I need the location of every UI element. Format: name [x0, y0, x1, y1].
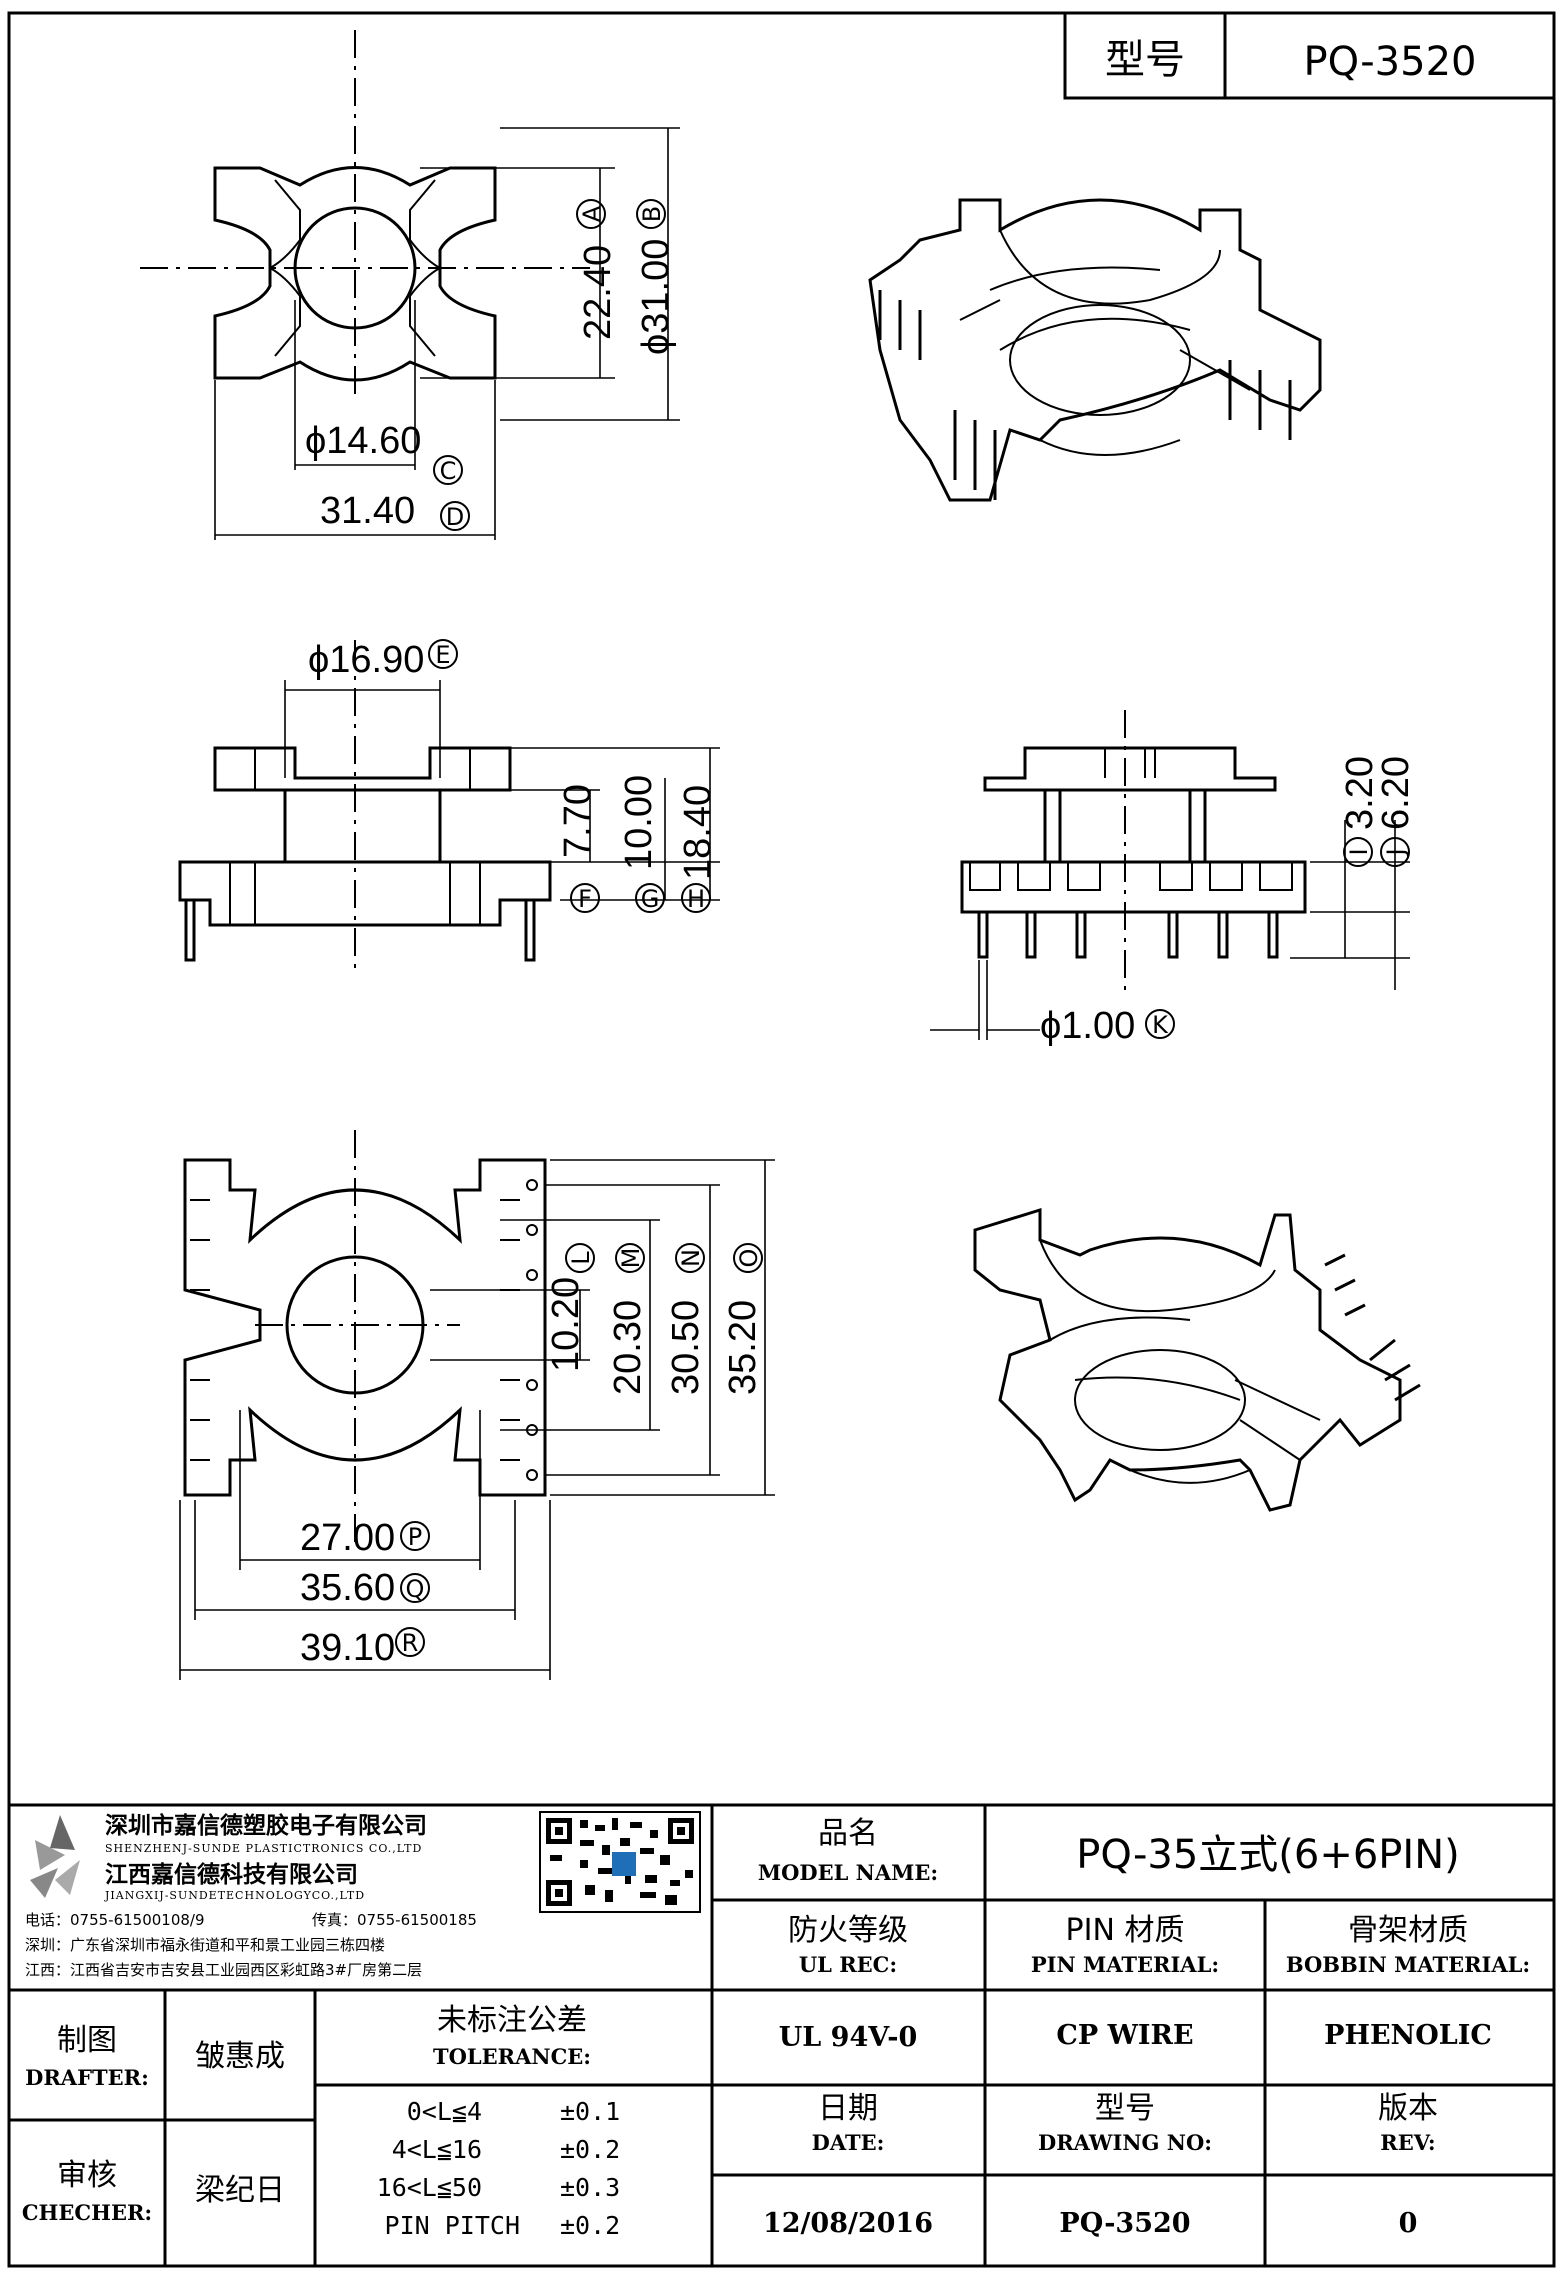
- side-view: ϕ1.00 K 3.20 I 6.20 J: [930, 710, 1417, 1047]
- dim-r-value: 39.10: [300, 1627, 395, 1669]
- company-name-en-2: JIANGXIJ-SUNDETECHNOLOGYCO.,LTD: [104, 1889, 365, 1902]
- iso-view-bottom: [973, 1207, 1421, 1512]
- dim-c-value: ϕ14.60: [305, 420, 421, 462]
- dim-j-value: 6.20: [1375, 756, 1417, 830]
- drafter-label-en: DRAFTER:: [25, 2065, 149, 2090]
- bobbin-material-value: PHENOLIC: [1324, 2020, 1492, 2051]
- company-address-sz: 深圳：广东省深圳市福永街道和平和景工业园三栋四楼: [25, 1936, 385, 1954]
- product-name-label-en: MODEL NAME:: [758, 1860, 938, 1885]
- dim-k-value: ϕ1.00: [1040, 1005, 1135, 1047]
- drafter-label-cn: 制图: [57, 2023, 117, 2058]
- bobbin-material-label-cn: 骨架材质: [1348, 1913, 1468, 1948]
- tolerance-value: ±0.2: [560, 2135, 620, 2164]
- date-label-en: DATE:: [812, 2130, 885, 2155]
- product-name-label-cn: 品名: [818, 1816, 878, 1851]
- dim-p-value: 27.00: [300, 1517, 395, 1559]
- dim-o-value: 35.20: [722, 1300, 764, 1395]
- pin-material-value: CP WIRE: [1056, 2020, 1193, 2051]
- tolerance-table: 0<L≦4 ±0.1 4<L≦16 ±0.2 16<L≦50 ±0.3 PIN …: [377, 2097, 621, 2240]
- top-view: ϕ14.60 C 31.40 D 22.40 A ϕ31.00 B: [140, 30, 680, 540]
- rev-value: 0: [1399, 2208, 1418, 2239]
- bobbin-material-label-en: BOBBIN MATERIAL:: [1286, 1952, 1530, 1977]
- dim-n-letter: N: [677, 1249, 705, 1267]
- iso-view-top: [868, 198, 1322, 502]
- tolerance-value: ±0.3: [560, 2173, 620, 2202]
- tolerance-range: 0<L≦4: [407, 2097, 482, 2126]
- checker-label-en: CHECHER:: [22, 2200, 152, 2225]
- ul-label-cn: 防火等级: [788, 1913, 908, 1948]
- dim-e-value: ϕ16.90: [308, 639, 424, 681]
- company-phone: 电话：0755-61500108/9: [25, 1911, 205, 1929]
- company-address-jx: 江西：江西省吉安市吉安县工业园西区彩虹路3#厂房第二层: [25, 1961, 422, 1979]
- tolerance-range: 16<L≦50: [377, 2173, 482, 2202]
- dim-a-letter: A: [578, 205, 606, 222]
- dim-n-value: 30.50: [665, 1300, 707, 1395]
- tolerance-range: 4<L≦16: [392, 2135, 482, 2164]
- dim-c-letter: C: [440, 457, 457, 485]
- rev-label-en: REV:: [1380, 2130, 1435, 2155]
- pin-material-label-en: PIN MATERIAL:: [1031, 1952, 1219, 1977]
- checker-value: 梁纪日: [195, 2173, 285, 2208]
- company-name-en-1: SHENZHENJ-SUNDE PLASTICTRONICS CO.,LTD: [105, 1842, 422, 1855]
- dim-d-value: 31.40: [320, 490, 415, 532]
- dim-i-value: 3.20: [1339, 756, 1381, 830]
- dim-i-letter: I: [1345, 848, 1373, 855]
- dim-k-letter: K: [1152, 1011, 1169, 1039]
- product-name-value: PQ-35立式(6+6PIN): [1076, 1832, 1460, 1878]
- front-view: ϕ16.90 E 7.70 F 10.00 G 18.40 H: [178, 639, 720, 975]
- dim-o-letter: O: [735, 1249, 763, 1268]
- dim-b-letter: B: [638, 206, 666, 222]
- dim-q-letter: Q: [406, 1575, 425, 1603]
- drawing-no-value: PQ-3520: [1059, 2208, 1190, 2239]
- drawing-no-label-en: DRAWING NO:: [1038, 2130, 1212, 2155]
- dim-f-letter: F: [578, 885, 592, 913]
- tolerance-range: PIN PITCH: [385, 2211, 520, 2240]
- dim-m-letter: M: [617, 1248, 645, 1269]
- tolerance-value: ±0.1: [560, 2097, 620, 2126]
- dim-b-value: ϕ31.00: [635, 239, 677, 355]
- dim-a-value: 22.40: [577, 245, 619, 340]
- header-model-value: PQ-3520: [1304, 39, 1477, 85]
- dim-h-letter: H: [687, 885, 705, 913]
- dim-h-value: 18.40: [677, 785, 719, 880]
- dim-r-letter: R: [402, 1629, 419, 1657]
- drafter-value: 皱惠成: [195, 2039, 285, 2074]
- company-name-cn-1: 深圳市嘉信德塑胶电子有限公司: [105, 1812, 427, 1839]
- dim-g-letter: G: [641, 885, 660, 913]
- dim-l-value: 10.20: [545, 1277, 587, 1372]
- date-label-cn: 日期: [818, 2091, 878, 2126]
- side-view-pins: [977, 910, 1279, 959]
- drawing-no-label-cn: 型号: [1095, 2091, 1155, 2126]
- dim-j-letter: J: [1382, 848, 1410, 857]
- header-model-box: 型号 PQ-3520: [1063, 11, 1556, 100]
- header-model-label: 型号: [1105, 37, 1185, 83]
- dim-q-value: 35.60: [300, 1567, 395, 1609]
- dim-e-letter: E: [435, 641, 450, 669]
- qr-code: [539, 1811, 701, 1913]
- dim-f-value: 7.70: [557, 784, 599, 858]
- ul-value: UL 94V-0: [779, 2022, 917, 2053]
- dim-p-letter: P: [408, 1523, 422, 1551]
- rev-label-cn: 版本: [1378, 2091, 1438, 2126]
- sheet-border: [7, 11, 1556, 2268]
- company-fax: 传真：0755-61500185: [312, 1911, 477, 1929]
- dim-l-letter: L: [567, 1251, 595, 1265]
- company-name-cn-2: 江西嘉信德科技有限公司: [105, 1861, 358, 1888]
- pin-material-label-cn: PIN 材质: [1066, 1913, 1185, 1948]
- dim-g-value: 10.00: [618, 775, 660, 870]
- date-value: 12/08/2016: [763, 2208, 933, 2239]
- dim-d-letter: D: [446, 503, 464, 531]
- company-logo: [30, 1815, 80, 1898]
- dim-m-value: 20.30: [607, 1300, 649, 1395]
- tolerance-label-cn: 未标注公差: [437, 2003, 587, 2038]
- checker-label-cn: 审核: [57, 2158, 117, 2193]
- title-block: 深圳市嘉信德塑胶电子有限公司 SHENZHENJ-SUNDE PLASTICTR…: [9, 1803, 1554, 2266]
- tolerance-label-en: TOLERANCE:: [433, 2044, 591, 2069]
- tolerance-value: ±0.2: [560, 2211, 620, 2240]
- bottom-view: 27.00 P 35.60 Q 39.10 R 10.20 L 20.30 M …: [179, 1130, 775, 1680]
- ul-label-en: UL REC:: [799, 1952, 897, 1977]
